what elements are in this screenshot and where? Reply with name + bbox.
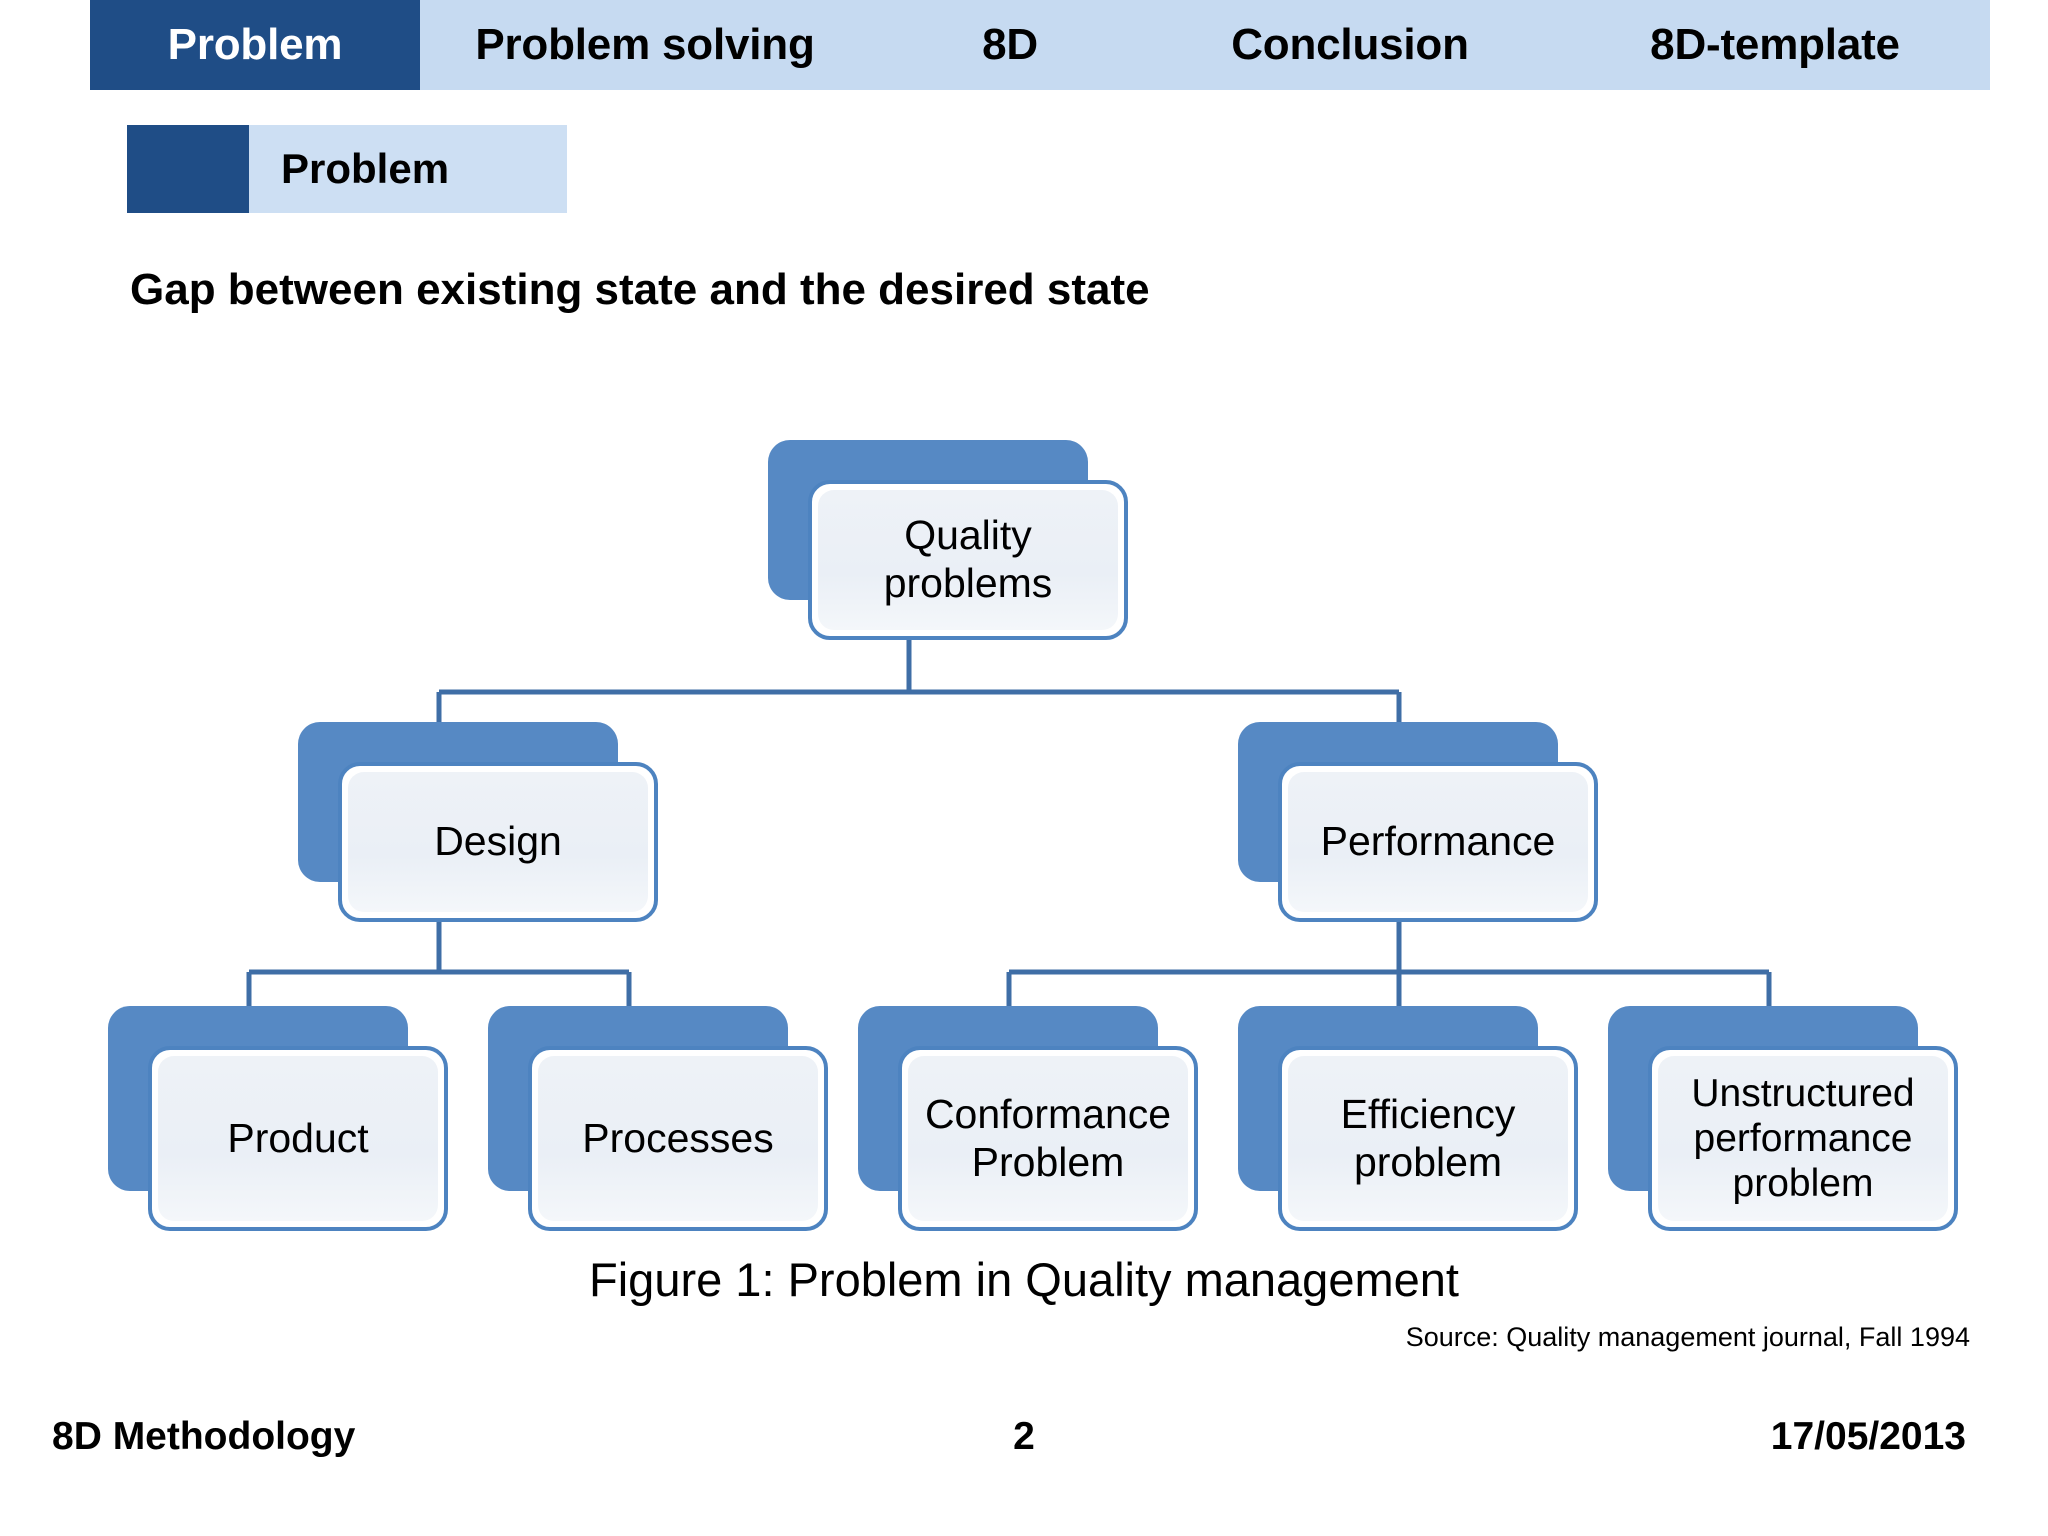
node-inner-fill: Quality problems [818,490,1118,630]
figure-caption: Figure 1: Problem in Quality management [589,1253,1459,1306]
node-inner-fill: Performance [1288,772,1588,912]
node-inner-fill: Processes [538,1056,818,1221]
page-title: Gap between existing state and the desir… [130,265,1150,314]
node-label: Efficiency problem [1340,1090,1516,1185]
node-product[interactable]: Product [108,1006,448,1231]
top-navigation: Problem Problem solving 8D Conclusion 8D… [90,0,1990,90]
nav-tab-label: 8D-template [1650,20,1900,69]
node-card: Efficiency problem [1278,1046,1578,1231]
nav-tab-label: 8D [982,20,1038,69]
node-unstructured-performance-problem[interactable]: Unstructured performance problem [1608,1006,1958,1231]
subheader-label: Problem [281,145,450,192]
node-shadow-card [298,722,618,882]
node-label: Unstructured performance problem [1691,1071,1915,1206]
node-shadow-card [1238,722,1558,882]
node-label: Design [434,818,562,865]
node-shadow-card [768,440,1088,600]
node-label: Quality problems [883,512,1053,606]
nav-tab-conclusion[interactable]: Conclusion [1150,0,1550,90]
node-shadow-card [108,1006,408,1191]
nav-tab-label: Problem solving [475,20,815,69]
node-shadow-card [858,1006,1158,1191]
node-card: Conformance Problem [898,1046,1198,1231]
node-shadow-card [1238,1006,1538,1191]
node-label: Processes [582,1114,774,1161]
node-card: Performance [1278,762,1598,922]
node-card: Design [338,762,658,922]
nav-tab-label: Problem [167,20,343,69]
node-inner-fill: Unstructured performance problem [1658,1056,1948,1221]
nav-tab-problem-solving[interactable]: Problem solving [420,0,870,90]
subheader-accent-block [127,125,249,213]
section-subheader: Problem [127,125,567,213]
node-efficiency-problem[interactable]: Efficiency problem [1238,1006,1578,1231]
node-label: Performance [1320,818,1556,865]
nav-tab-8d[interactable]: 8D [890,0,1130,90]
nav-tab-problem[interactable]: Problem [90,0,420,90]
node-label: Conformance Problem [924,1090,1172,1185]
node-performance[interactable]: Performance [1238,722,1598,922]
node-inner-fill: Product [158,1056,438,1221]
node-shadow-card [1608,1006,1918,1191]
figure-source: Source: Quality management journal, Fall… [1405,1322,1970,1352]
footer-title: 8D Methodology [52,1415,356,1458]
node-card: Quality problems [808,480,1128,640]
node-label: Product [227,1114,369,1161]
node-processes[interactable]: Processes [488,1006,828,1231]
node-shadow-card [488,1006,788,1191]
node-card: Unstructured performance problem [1648,1046,1958,1231]
footer-page-number: 2 [1013,1415,1035,1458]
node-inner-fill: Conformance Problem [908,1056,1188,1221]
node-inner-fill: Efficiency problem [1288,1056,1568,1221]
footer-date: 17/05/2013 [1770,1415,1966,1458]
nav-tab-label: Conclusion [1231,20,1469,69]
node-quality-problems[interactable]: Quality problems [768,440,1128,640]
node-card: Product [148,1046,448,1231]
nav-tab-8d-template[interactable]: 8D-template [1560,0,1990,90]
node-design[interactable]: Design [298,722,658,922]
node-inner-fill: Design [348,772,648,912]
node-card: Processes [528,1046,828,1231]
node-conformance-problem[interactable]: Conformance Problem [858,1006,1198,1231]
